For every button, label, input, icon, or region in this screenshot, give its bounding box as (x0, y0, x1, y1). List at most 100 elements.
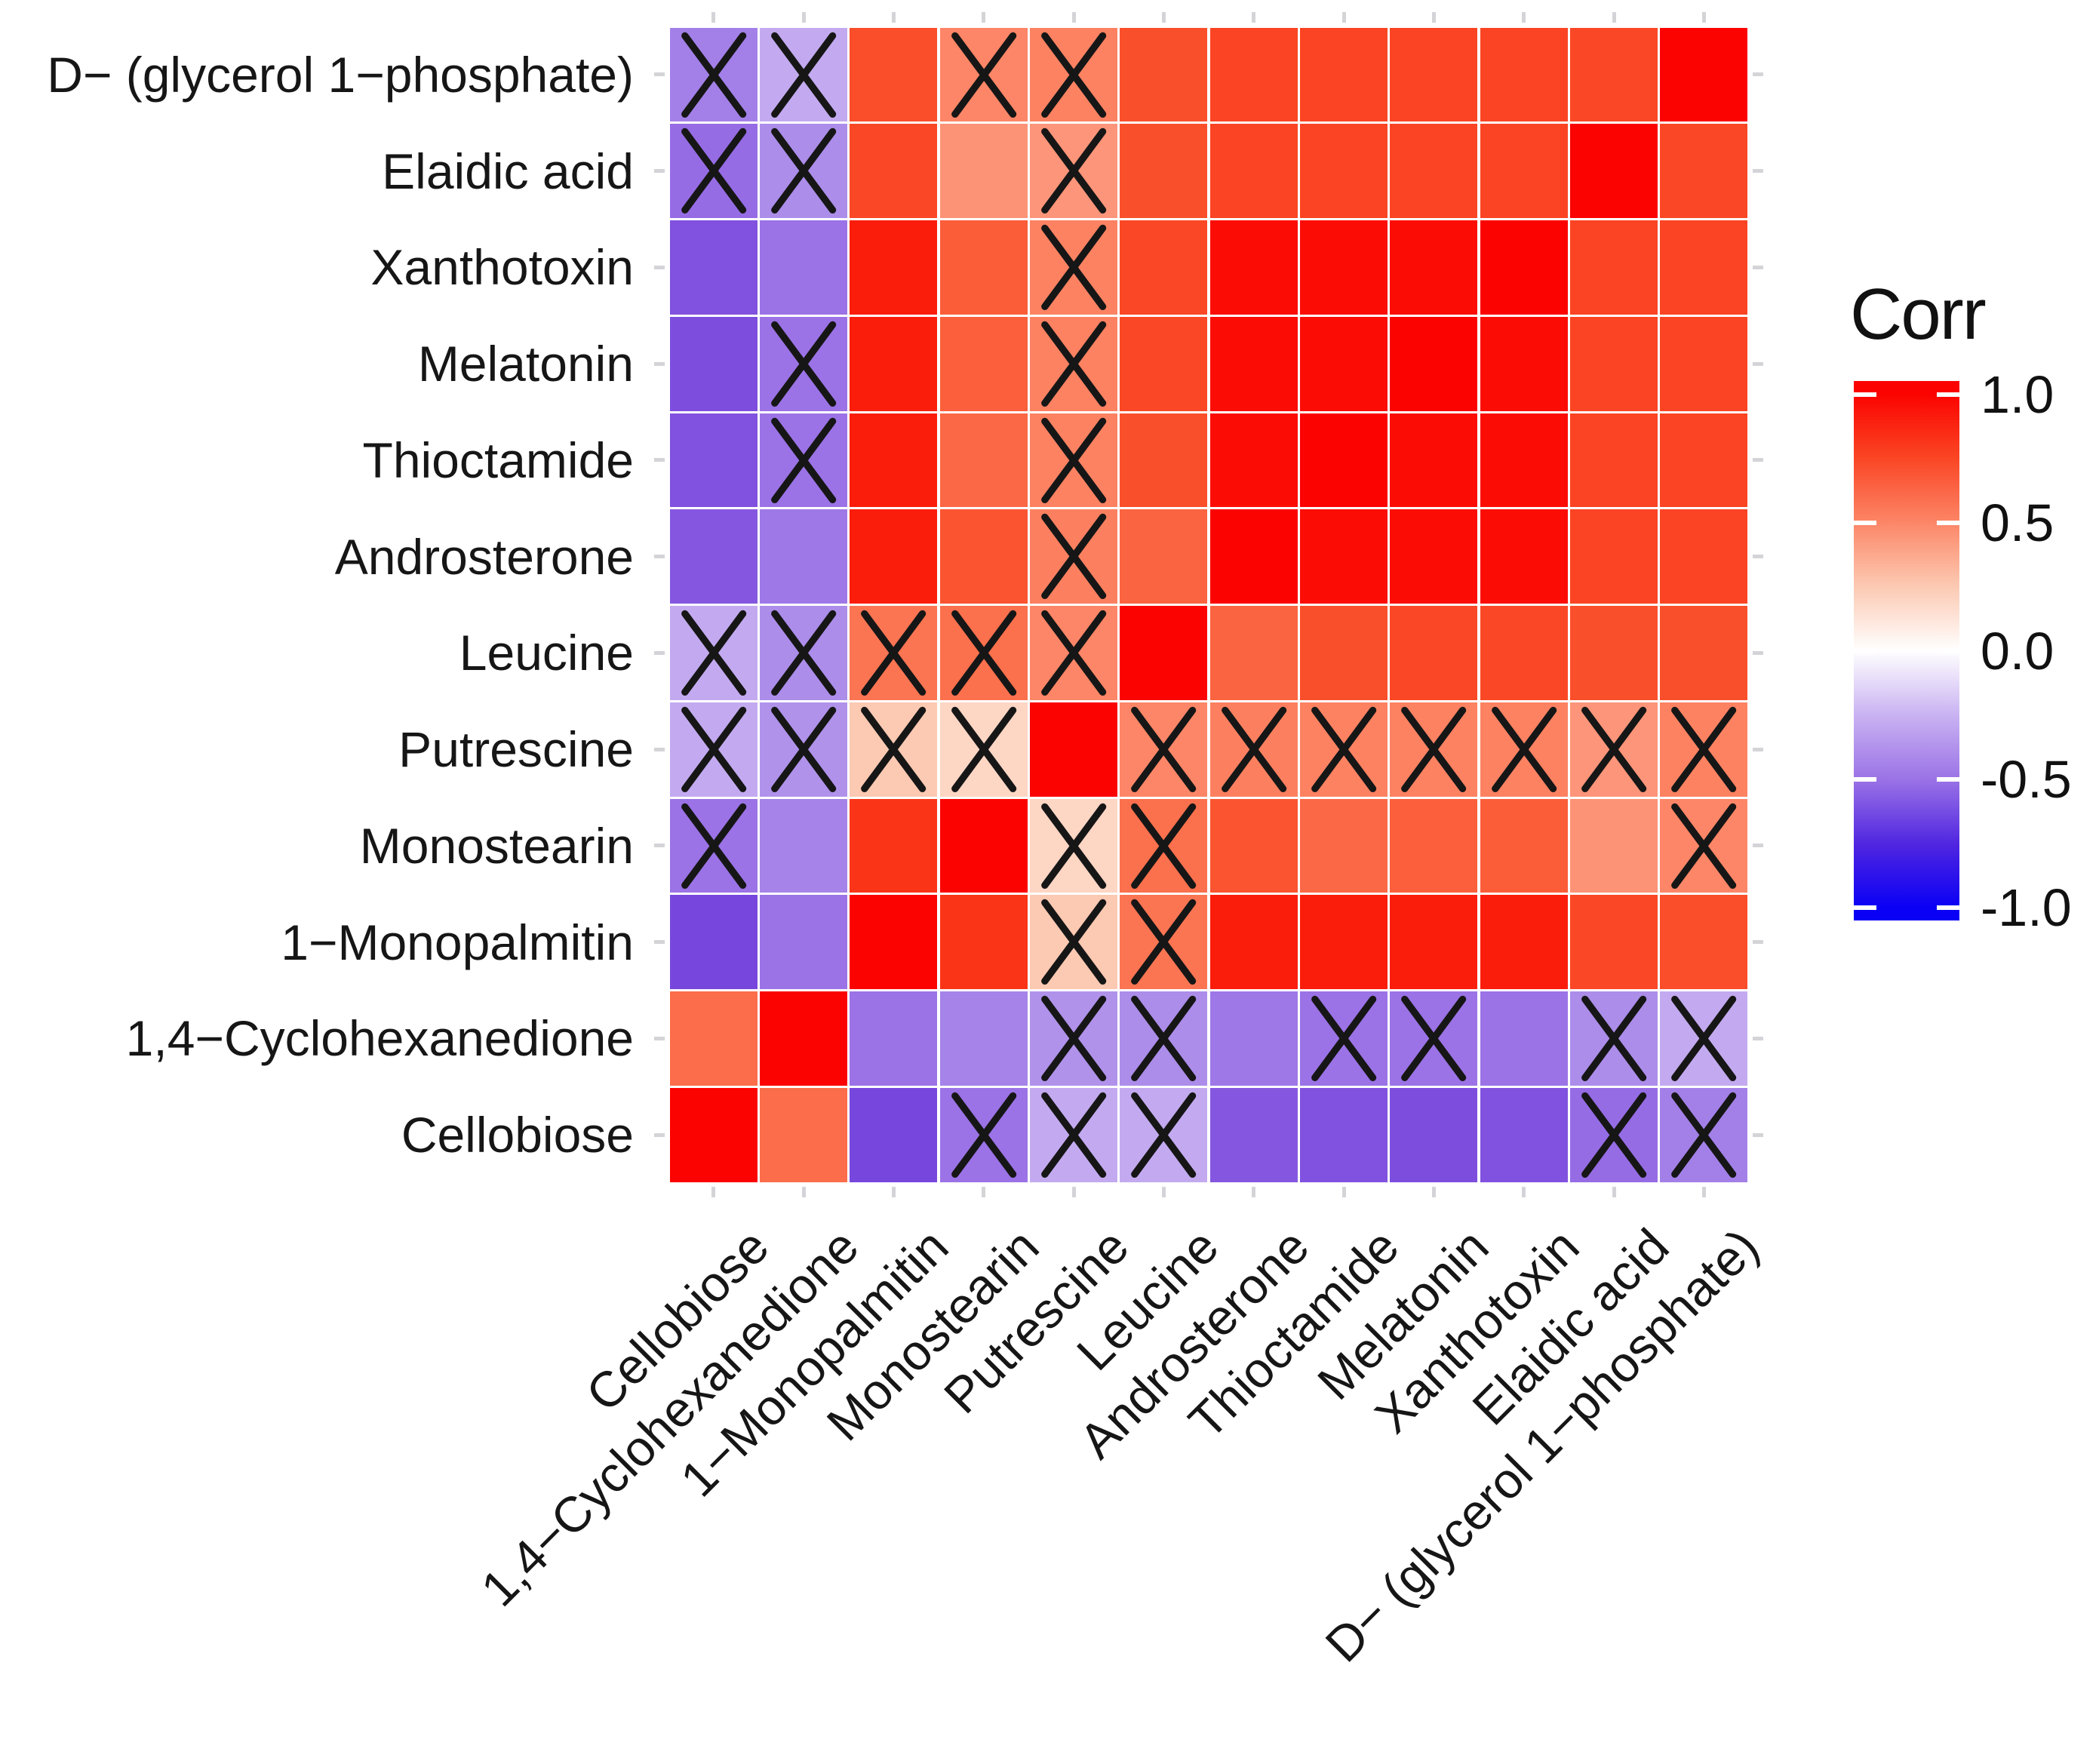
heatmap-cell (1660, 27, 1748, 122)
not-significant-cross-icon (1671, 995, 1737, 1081)
axis-tick (982, 1187, 986, 1197)
heatmap-cell (1390, 509, 1478, 604)
heatmap-cell (1660, 124, 1748, 218)
heatmap-cell (1029, 413, 1118, 508)
heatmap-cell (1029, 895, 1118, 989)
heatmap-cell (1480, 991, 1568, 1086)
axis-tick (1071, 12, 1076, 23)
heatmap-cell (669, 991, 758, 1086)
axis-tick (1753, 1132, 1763, 1137)
legend-tick-mark (1854, 521, 1876, 525)
heatmap-cell (1299, 1087, 1388, 1182)
not-significant-cross-icon (951, 1092, 1016, 1178)
heatmap-cell (939, 702, 1028, 797)
heatmap-cell (1209, 895, 1298, 989)
heatmap-cell (1480, 1087, 1568, 1182)
axis-tick (1341, 1187, 1346, 1197)
y-axis-label: Elaidic acid (382, 143, 634, 199)
heatmap-cell (1390, 124, 1478, 218)
axis-tick (801, 12, 806, 23)
heatmap-cell (669, 316, 758, 411)
heatmap-cell (850, 895, 938, 989)
heatmap-cell (1029, 316, 1118, 411)
axis-tick (654, 844, 665, 848)
heatmap-cell (1390, 895, 1478, 989)
not-significant-cross-icon (1040, 321, 1107, 407)
axis-tick (1522, 12, 1526, 23)
heatmap-cell (1120, 413, 1208, 508)
not-significant-cross-icon (681, 803, 746, 889)
heatmap-cell (1480, 27, 1568, 122)
not-significant-cross-icon (861, 610, 927, 696)
not-significant-cross-icon (770, 128, 837, 214)
y-axis-label: Leucine (459, 625, 634, 681)
axis-tick (654, 361, 665, 366)
heatmap-cell (939, 413, 1028, 508)
not-significant-cross-icon (1671, 1092, 1737, 1178)
legend-tick-mark (1937, 392, 1959, 397)
y-axis-label: 1−Monopalmitin (281, 914, 634, 970)
heatmap-cell (939, 220, 1028, 315)
legend-tick-mark (1937, 905, 1959, 910)
heatmap-cell (850, 124, 938, 218)
heatmap-cell (1569, 606, 1658, 700)
heatmap-cell (1120, 798, 1208, 893)
heatmap-cell (1660, 413, 1748, 508)
heatmap-cell (1209, 27, 1298, 122)
axis-tick (711, 12, 716, 23)
heatmap-cell (1569, 316, 1658, 411)
y-axis-label: Xanthotoxin (370, 239, 634, 296)
axis-tick (1431, 1187, 1436, 1197)
axis-tick (1612, 12, 1616, 23)
y-axis-label: D− (glycerol 1−phosphate) (47, 46, 634, 103)
heatmap-cell (669, 895, 758, 989)
heatmap-cell (1120, 606, 1208, 700)
heatmap-cell (1120, 509, 1208, 604)
heatmap-cell (1299, 413, 1388, 508)
heatmap-cell (1209, 509, 1298, 604)
not-significant-cross-icon (770, 417, 837, 503)
heatmap-cell (939, 895, 1028, 989)
not-significant-cross-icon (770, 706, 837, 792)
not-significant-cross-icon (1221, 706, 1286, 792)
heatmap-cell (1660, 316, 1748, 411)
heatmap-cell (850, 509, 938, 604)
y-axis-label: Androsterone (334, 528, 634, 585)
heatmap-cell (759, 509, 848, 604)
heatmap-cell (1480, 895, 1568, 989)
axis-tick (1701, 1187, 1706, 1197)
heatmap-cell (1660, 1087, 1748, 1182)
axis-tick (654, 72, 665, 77)
heatmap-cell (1209, 606, 1298, 700)
heatmap-cell (1209, 124, 1298, 218)
legend-tick-label: -0.5 (1981, 750, 2072, 809)
not-significant-cross-icon (861, 706, 927, 792)
not-significant-cross-icon (770, 32, 837, 118)
heatmap-cell (1390, 991, 1478, 1086)
not-significant-cross-icon (681, 128, 746, 214)
heatmap-cell (669, 27, 758, 122)
not-significant-cross-icon (1040, 995, 1107, 1081)
legend-tick-label: 0.0 (1981, 622, 2054, 681)
not-significant-cross-icon (1040, 899, 1107, 985)
axis-tick (1701, 12, 1706, 23)
heatmap-cell (1120, 220, 1208, 315)
axis-tick (1252, 12, 1256, 23)
axis-tick (654, 169, 665, 174)
axis-tick (1753, 361, 1763, 366)
heatmap-cell (1569, 220, 1658, 315)
heatmap-cell (759, 606, 848, 700)
heatmap-cell (1390, 702, 1478, 797)
heatmap-cell (1480, 413, 1568, 508)
heatmap-cell (1660, 606, 1748, 700)
axis-tick (1753, 555, 1763, 559)
heatmap-cell (759, 27, 848, 122)
heatmap-cell (1390, 606, 1478, 700)
not-significant-cross-icon (1581, 706, 1647, 792)
heatmap-cell (1299, 991, 1388, 1086)
not-significant-cross-icon (1131, 1092, 1197, 1178)
heatmap-cell (669, 220, 758, 315)
heatmap-cell (1120, 895, 1208, 989)
axis-tick (891, 12, 896, 23)
